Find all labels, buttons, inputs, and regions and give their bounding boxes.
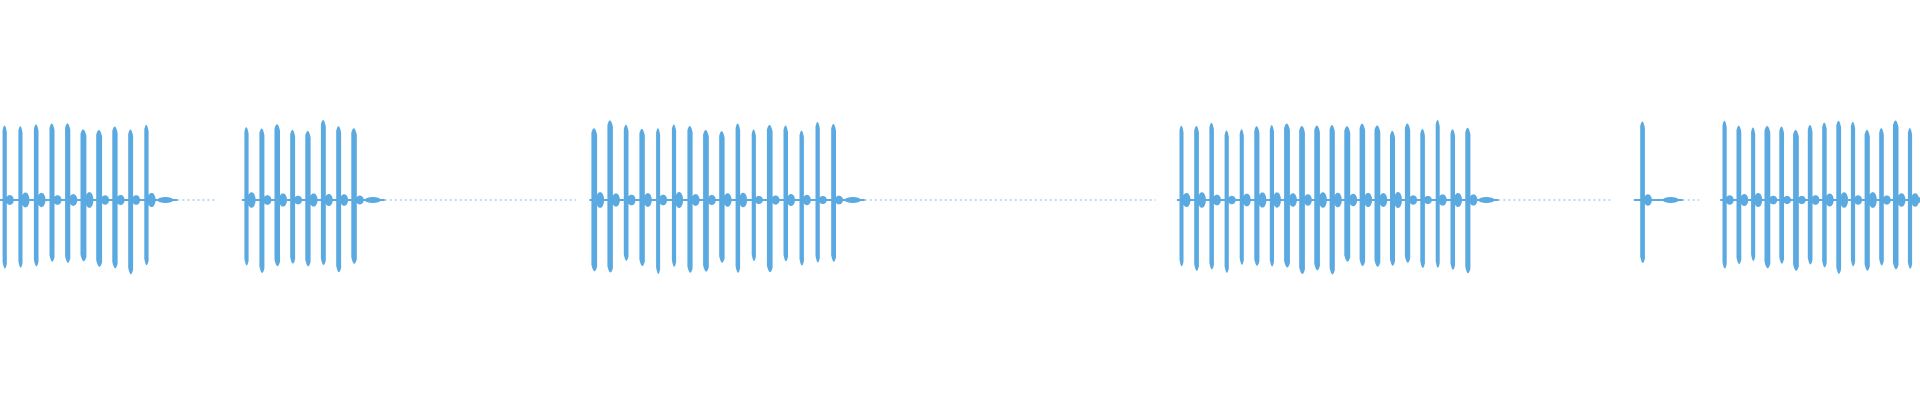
waveform-pulse [831, 123, 843, 262]
waveform-pulse [1793, 129, 1806, 271]
waveform-pulse [1836, 120, 1849, 274]
waveform-pulse [244, 127, 256, 266]
waveform-pulse [1640, 121, 1652, 264]
waveform-pulse [305, 130, 318, 267]
waveform-pulse [1420, 129, 1432, 268]
waveform-pulse [1465, 127, 1478, 274]
waveform-pulses [2, 119, 1920, 275]
waveform-pulse [18, 126, 30, 268]
waveform-pulse [1736, 125, 1749, 265]
waveform-pulse [656, 128, 668, 274]
waveform-pulse [1751, 127, 1763, 261]
waveform-pulse [735, 123, 748, 273]
burst-tail-0 [157, 197, 174, 203]
waveform-pulse [1404, 123, 1418, 263]
waveform-pulse [259, 128, 272, 273]
waveform-pulse [1224, 130, 1236, 273]
waveform-pulse [1284, 123, 1297, 268]
waveform-pulse [112, 126, 125, 269]
waveform-pulse [623, 124, 636, 261]
waveform-pulse [1390, 130, 1402, 266]
burst-tail-10 [1908, 197, 1920, 203]
waveform-pulse [1822, 122, 1834, 268]
waveform-pulse [2, 125, 14, 269]
waveform-pulse [290, 129, 303, 264]
waveform-pulse [1850, 121, 1863, 267]
waveform-pulse [1879, 128, 1891, 266]
waveform-pulse [49, 123, 62, 262]
waveform-pulse [783, 125, 795, 262]
burst-tail-8 [1662, 197, 1679, 203]
waveform-pulse [1450, 129, 1462, 270]
waveform-pulse [639, 128, 652, 267]
waveform-pulse [1209, 122, 1221, 270]
burst-tail-6 [1478, 197, 1495, 203]
waveform-pulse [80, 129, 94, 262]
waveform-pulse [1893, 120, 1906, 270]
waveform-pulse [1329, 124, 1342, 275]
waveform-pulse [1344, 126, 1358, 262]
waveform-pulse [144, 124, 156, 266]
waveform-pulse [815, 121, 827, 263]
waveform-pulse [799, 130, 811, 266]
waveform-pulse [766, 125, 780, 273]
waveform-pulse [1179, 125, 1191, 267]
waveform-pulse [128, 129, 141, 275]
waveform-pulse [591, 128, 605, 272]
waveform-pulse [336, 126, 349, 273]
waveform-pulse [33, 124, 46, 267]
waveform-pulse [1269, 125, 1281, 267]
waveform-pulse [1374, 125, 1388, 267]
burst-tail-4 [844, 197, 861, 203]
waveform-pulse [1359, 123, 1373, 267]
waveform-pulse [703, 129, 716, 272]
waveform-pulse [687, 125, 700, 273]
waveform-pulse [351, 128, 364, 264]
waveform-pulse [274, 124, 287, 267]
waveform-pulse [1254, 126, 1267, 266]
waveform-pulse [1299, 125, 1312, 275]
waveform-pulse [1314, 125, 1327, 271]
waveform-pulse [1722, 120, 1734, 269]
burst-tail-2 [364, 197, 381, 203]
waveform-pulse [1194, 126, 1206, 271]
waveform-pulse [751, 129, 763, 262]
waveform-pulse [1864, 129, 1877, 271]
waveform-pulse [719, 131, 732, 263]
waveform-pulse [1435, 119, 1447, 268]
waveform-pulse [671, 124, 684, 267]
waveform-pulse [1807, 125, 1820, 265]
waveform-pulse [96, 130, 110, 267]
waveform-pulse [320, 119, 333, 266]
waveform-pulse [607, 120, 620, 273]
waveform-pulse [1239, 129, 1251, 265]
waveform-pulse [1779, 126, 1791, 264]
waveform-pulse [1764, 125, 1778, 269]
waveform-pulse [65, 123, 78, 263]
